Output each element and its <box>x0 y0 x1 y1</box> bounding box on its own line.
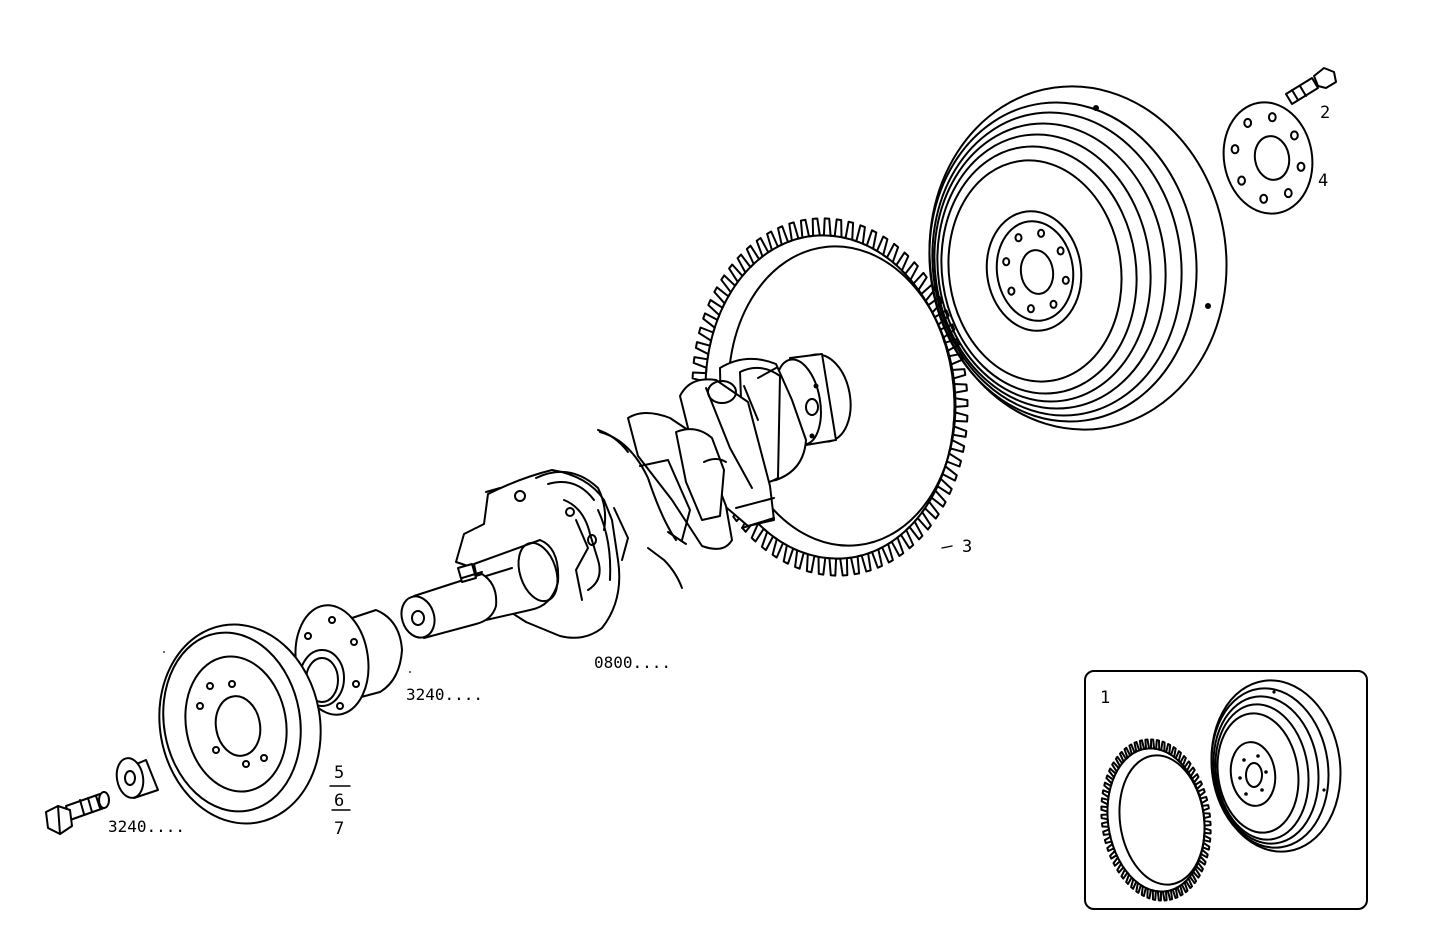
damper-pulley <box>158 623 322 825</box>
callout-6: 6 <box>334 791 344 811</box>
flywheel-bolt-hole <box>1061 275 1070 285</box>
flywheel-bolt-hole <box>1049 299 1058 309</box>
plate-bolt-hole <box>1267 112 1277 123</box>
flywheel <box>928 85 1228 431</box>
callout-3: 3 <box>962 537 972 557</box>
flywheel-bolt-hole <box>1014 233 1023 243</box>
inset-ring-gear-teeth <box>1100 738 1212 902</box>
flywheel-bolt-hole <box>1007 286 1016 296</box>
plate-bolt-holes <box>1230 112 1306 204</box>
flywheel-bolt-hole <box>1056 246 1065 256</box>
flywheel-bolt-holes <box>1002 228 1070 314</box>
flywheel-dowel-hole <box>1205 303 1211 309</box>
front-seal-hub <box>294 604 403 716</box>
callout-5: 5 <box>334 763 344 783</box>
plate-bolt-hole <box>1296 161 1306 172</box>
ref-screw-group: 3240.... <box>108 817 185 836</box>
plate-bolt-hole <box>1243 117 1253 128</box>
inset-flywheel <box>1210 679 1342 853</box>
crankshaft <box>400 353 852 639</box>
callout-2: 2 <box>1320 103 1330 123</box>
plate-bolt-hole <box>1283 188 1293 199</box>
plate-bolt-hole <box>1290 130 1299 141</box>
flywheel-bolt-hole <box>1037 228 1046 238</box>
leader-lines <box>163 545 953 811</box>
pulley-washer <box>115 757 159 799</box>
inset-ring-gear <box>1100 738 1212 902</box>
flywheel-dowel-hole <box>1093 105 1099 111</box>
flywheel-screw <box>1285 67 1337 105</box>
plate-bolt-hole <box>1230 144 1240 155</box>
flywheel-bolt-hole <box>1026 304 1035 314</box>
ref-crankshaft: 0800.... <box>594 653 671 672</box>
plate-bolt-hole <box>1259 193 1269 204</box>
assembly-inset: 1 <box>1084 670 1368 910</box>
flywheel-plate <box>1222 101 1314 215</box>
flywheel-bolt-hole <box>1002 257 1011 267</box>
callout-7: 7 <box>334 819 344 839</box>
pulley-screw <box>45 791 110 835</box>
plate-bolt-hole <box>1237 175 1246 186</box>
callout-1: 1 <box>1100 688 1110 708</box>
callout-4: 4 <box>1318 171 1328 191</box>
ref-seal-group: 3240.... <box>406 685 483 704</box>
